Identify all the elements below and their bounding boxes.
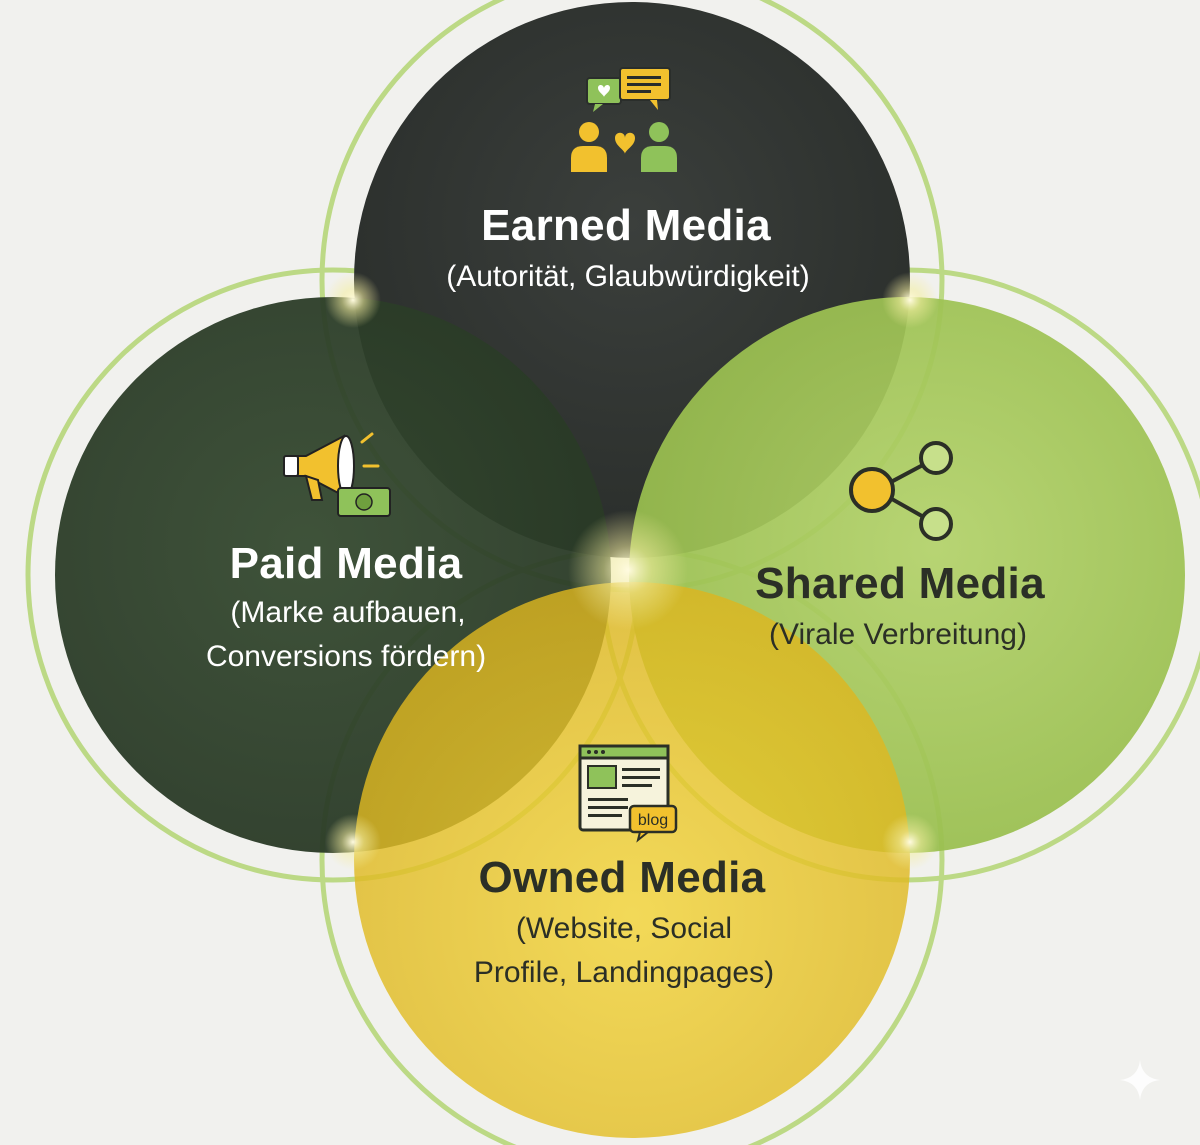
- intersection-glows: [325, 272, 938, 870]
- owned-media-subtitle-1: (Website, Social: [516, 912, 732, 945]
- blog-website-icon: blog: [578, 744, 678, 843]
- earned-media-subtitle-1: (Autorität, Glaubwürdigkeit): [446, 260, 810, 293]
- owned-media-circle: [354, 582, 910, 1138]
- shared-media-subtitle-1: (Virale Verbreitung): [769, 618, 1027, 651]
- paid-media-subtitle-2: Conversions fördern): [206, 640, 486, 673]
- owned-media-title: Owned Media: [479, 853, 766, 902]
- owned-media-subtitle-2: Profile, Landingpages): [474, 956, 774, 989]
- community-chat-icon: [571, 67, 677, 172]
- paid-media-title: Paid Media: [230, 539, 463, 588]
- blog-label: blog: [638, 812, 668, 829]
- earned-media-title: Earned Media: [481, 201, 771, 250]
- shared-media-title: Shared Media: [755, 559, 1045, 608]
- sparkle-icon: [1120, 1060, 1160, 1100]
- share-icon: [849, 441, 953, 541]
- paid-media-subtitle-1: (Marke aufbauen,: [230, 596, 465, 629]
- megaphone-money-icon: [283, 432, 391, 517]
